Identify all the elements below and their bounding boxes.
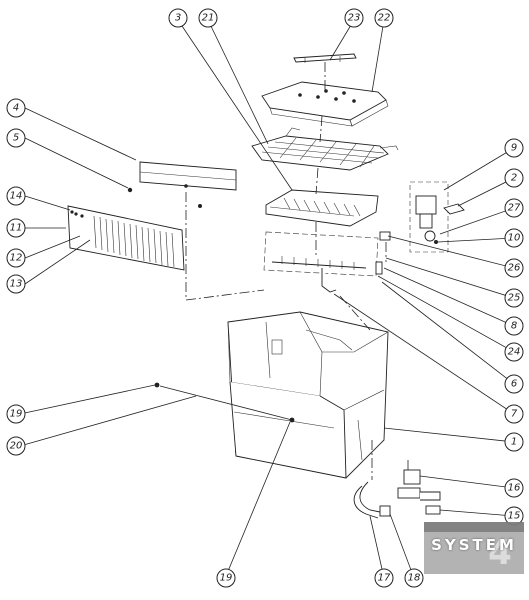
callout-22: 22: [374, 8, 394, 28]
svg-text:21: 21: [202, 13, 215, 24]
callout-5: 5: [6, 128, 26, 148]
svg-text:18: 18: [408, 573, 421, 584]
callout-10: 10: [504, 228, 524, 248]
part-valve-assembly: [353, 469, 441, 519]
logo-digit: 4: [488, 533, 512, 573]
callout-7: 7: [504, 404, 524, 424]
svg-text:4: 4: [13, 103, 19, 114]
callout-23: 23: [344, 8, 364, 28]
svg-text:13: 13: [10, 279, 23, 290]
callout-26: 26: [504, 258, 524, 278]
system4-logo: 4: [424, 522, 524, 574]
part-pump-assembly: [379, 181, 465, 253]
leader-lines: [19, 19, 515, 579]
callout-21: 21: [198, 8, 218, 28]
svg-text:2: 2: [511, 173, 517, 184]
callout-16: 16: [504, 478, 524, 498]
svg-text:27: 27: [508, 203, 521, 214]
callout-2: 2: [504, 168, 524, 188]
callout-25: 25: [504, 288, 524, 308]
part-4-rail: [127, 161, 237, 208]
callout-17: 17: [374, 568, 394, 588]
callout-12: 12: [6, 248, 26, 268]
svg-text:10: 10: [508, 233, 521, 244]
logo-text: SYSTEM: [431, 536, 517, 554]
svg-text:11: 11: [10, 223, 23, 234]
callout-19-bottom: 19: [216, 568, 236, 588]
part-23-bracket: [293, 53, 357, 63]
part-21-evaporator: [251, 127, 399, 171]
svg-text:12: 12: [10, 253, 23, 264]
assembly-lines: [185, 62, 409, 480]
svg-text:9: 9: [511, 143, 517, 154]
svg-text:3: 3: [175, 13, 181, 24]
svg-text:25: 25: [508, 293, 521, 304]
svg-text:19: 19: [10, 409, 23, 420]
callout-11: 11: [6, 218, 26, 238]
callout-18: 18: [404, 568, 424, 588]
callout-4: 4: [6, 98, 26, 118]
svg-text:14: 14: [10, 191, 23, 202]
svg-text:16: 16: [508, 483, 521, 494]
svg-text:6: 6: [511, 379, 517, 390]
part-rod: [154, 382, 295, 423]
callout-8: 8: [504, 316, 524, 336]
callout-24: 24: [504, 342, 524, 362]
callout-3: 3: [168, 8, 188, 28]
callout-9: 9: [504, 138, 524, 158]
callout-13: 13: [6, 274, 26, 294]
svg-text:20: 20: [10, 441, 23, 452]
svg-text:17: 17: [378, 573, 391, 584]
callout-27: 27: [504, 198, 524, 218]
part-3-mold: [265, 189, 379, 227]
part-curtain: [67, 205, 185, 271]
svg-text:23: 23: [348, 13, 361, 24]
svg-text:26: 26: [508, 263, 521, 274]
svg-text:24: 24: [508, 347, 521, 358]
part-spray-bar: [263, 231, 383, 293]
callout-19-top: 19: [6, 404, 26, 424]
svg-text:1: 1: [511, 437, 517, 448]
part-22-lid: [261, 81, 389, 127]
svg-text:19: 19: [220, 573, 233, 584]
svg-text:5: 5: [13, 133, 19, 144]
callout-1: 1: [504, 432, 524, 452]
callout-14: 14: [6, 186, 26, 206]
svg-text:15: 15: [508, 511, 521, 522]
svg-text:7: 7: [511, 409, 518, 420]
svg-text:22: 22: [378, 13, 391, 24]
svg-text:8: 8: [511, 321, 517, 332]
callout-6: 6: [504, 374, 524, 394]
callout-20: 20: [6, 436, 26, 456]
part-1-tank: [227, 311, 389, 479]
